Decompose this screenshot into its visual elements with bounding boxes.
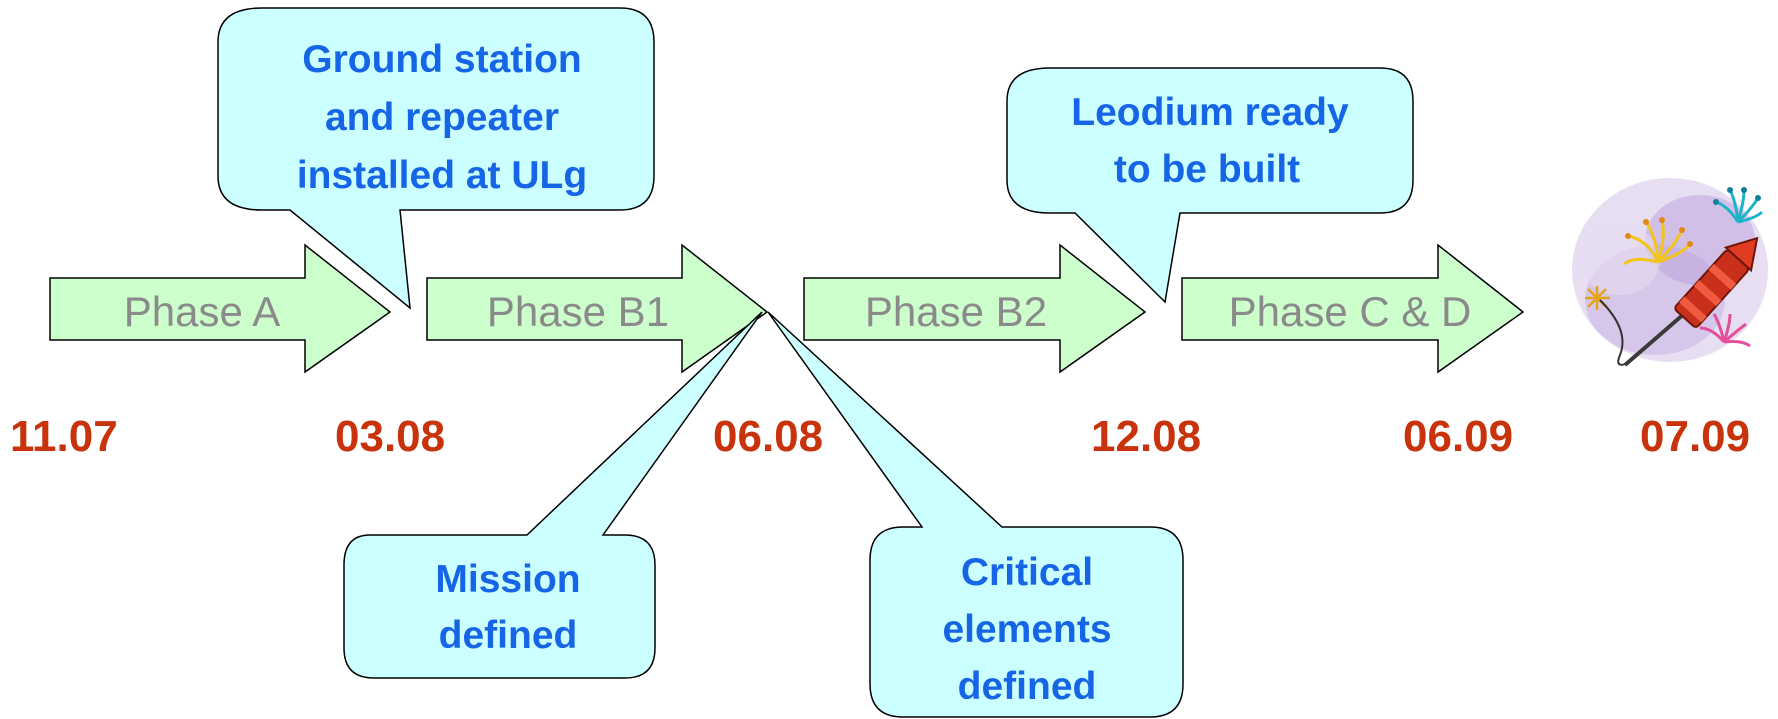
callout-critical-line2: elements — [942, 608, 1111, 651]
phase-b2-label: Phase B2 — [865, 288, 1047, 335]
callout-mission-line1: Mission — [435, 558, 580, 601]
phase-arrow-a: Phase A — [49, 243, 392, 374]
date-label: 06.08 — [713, 412, 823, 461]
callout-ground-station: Ground station and repeater installed at… — [217, 7, 655, 310]
phase-arrow-b2: Phase B2 — [803, 243, 1147, 374]
callout-mission-line2: defined — [439, 614, 578, 657]
callout-critical-line1: Critical — [961, 551, 1093, 594]
callout-critical-elements: Critical elements defined — [767, 311, 1184, 718]
fireworks-rocket-icon — [1572, 178, 1768, 367]
date-label: 07.09 — [1640, 412, 1750, 461]
callout-mission-defined: Mission defined — [343, 311, 763, 679]
callout-leodium-line2: to be built — [1114, 148, 1300, 191]
date-label: 12.08 — [1091, 412, 1201, 461]
callout-ground-station-line3: installed at ULg — [297, 154, 587, 197]
phase-b1-label: Phase B1 — [487, 288, 669, 335]
callout-leodium-ready: Leodium ready to be built — [1006, 67, 1414, 304]
phase-arrow-cd: Phase C & D — [1181, 243, 1525, 374]
callout-ground-station-line1: Ground station — [302, 38, 581, 81]
phase-arrow-b1: Phase B1 — [426, 243, 769, 374]
callout-leodium-line1: Leodium ready — [1071, 91, 1349, 134]
callout-ground-station-line2: and repeater — [325, 96, 559, 139]
phase-a-label: Phase A — [124, 288, 280, 335]
phase-cd-label: Phase C & D — [1229, 288, 1472, 335]
date-label: 06.09 — [1403, 412, 1513, 461]
callout-critical-line3: defined — [958, 665, 1097, 708]
date-label: 03.08 — [335, 412, 445, 461]
date-label: 11.07 — [10, 412, 118, 461]
